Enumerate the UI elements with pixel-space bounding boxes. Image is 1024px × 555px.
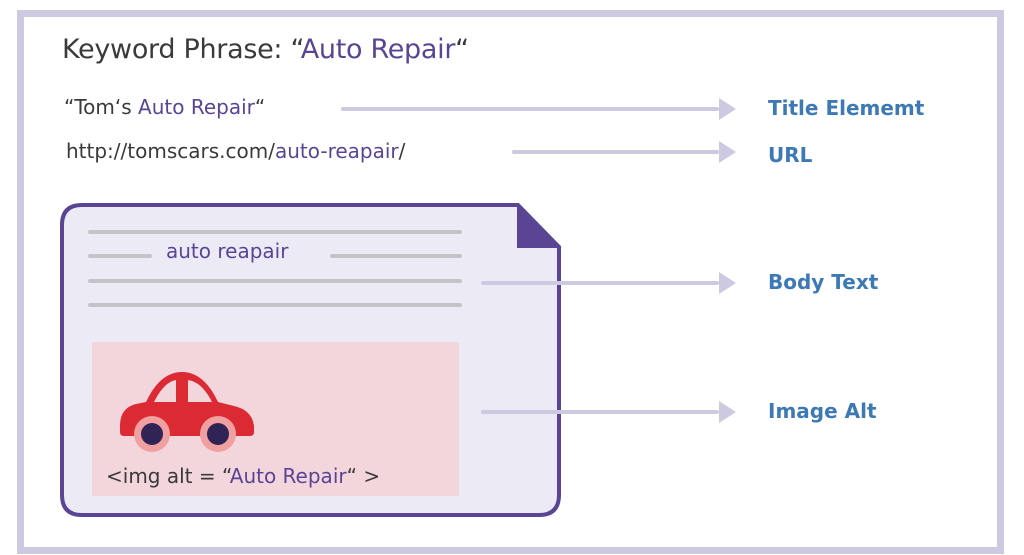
body-arrow-head xyxy=(719,272,736,294)
title-example: “Tom‘s Auto Repair“ xyxy=(64,95,265,119)
label-url: URL xyxy=(768,143,813,167)
title-keyword: Auto Repair xyxy=(138,95,255,119)
heading-suffix: “ xyxy=(455,34,469,65)
title-suffix: “ xyxy=(254,95,266,119)
label-title-element: Title Elememt xyxy=(768,96,925,120)
url-prefix: http://tomscars.com/ xyxy=(66,139,275,163)
url-arrow-line xyxy=(512,150,719,154)
label-body-text: Body Text xyxy=(768,270,879,294)
car-icon xyxy=(120,372,254,452)
url-example: http://tomscars.com/auto-reapair/ xyxy=(66,139,405,163)
alt-keyword: Auto Repair xyxy=(229,464,347,488)
label-image-alt: Image Alt xyxy=(768,399,877,423)
title-prefix: “Tom‘s xyxy=(64,95,139,119)
title-arrow-head xyxy=(719,98,736,120)
body-arrow-line xyxy=(481,281,719,285)
heading-keyword: Auto Repair xyxy=(300,34,456,65)
alt-suffix: “ > xyxy=(346,464,381,488)
alt-prefix: <img alt = “ xyxy=(106,464,230,488)
image-alt-arrow-line xyxy=(481,410,719,414)
url-suffix: / xyxy=(398,139,406,163)
keyword-phrase-heading: Keyword Phrase: “Auto Repair“ xyxy=(62,34,469,65)
title-arrow-line xyxy=(341,107,719,111)
body-keyword: auto reapair xyxy=(166,239,289,263)
image-alt-arrow-head xyxy=(719,401,736,423)
document-fold-corner xyxy=(517,202,562,248)
url-keyword: auto-reapair xyxy=(274,139,399,163)
heading-prefix: Keyword Phrase: “ xyxy=(62,34,301,65)
url-arrow-head xyxy=(719,141,736,163)
image-alt-text: <img alt = “Auto Repair“ > xyxy=(106,464,380,488)
